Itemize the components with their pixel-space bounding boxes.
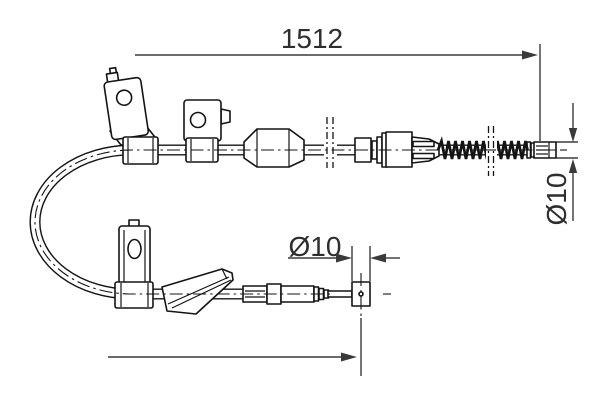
dimension-bottom-reference: [108, 273, 362, 376]
cable-tube: [29, 144, 556, 300]
tube-break-mark: [326, 117, 334, 168]
upper-mount-bracket: [103, 66, 159, 146]
centerline: [34, 149, 556, 295]
upper-mount-bracket-2: [183, 99, 231, 142]
dimension-lower-end-diameter: Ø10: [288, 231, 400, 281]
dimension-overall-length: 1512: [135, 23, 541, 141]
spring-break-mark: [487, 126, 495, 176]
lower-mount-bracket: [118, 219, 151, 287]
dimension-label-overall-length: 1512: [281, 23, 343, 54]
cable-clamp-3: [114, 281, 154, 309]
barrel-fitting: [243, 128, 305, 168]
dimension-right-end-diameter: Ø10: [541, 103, 578, 226]
dimension-label-lower-end-diameter: Ø10: [289, 231, 342, 262]
cable-spring: [436, 136, 529, 160]
dimension-label-right-end-diameter: Ø10: [541, 173, 572, 226]
